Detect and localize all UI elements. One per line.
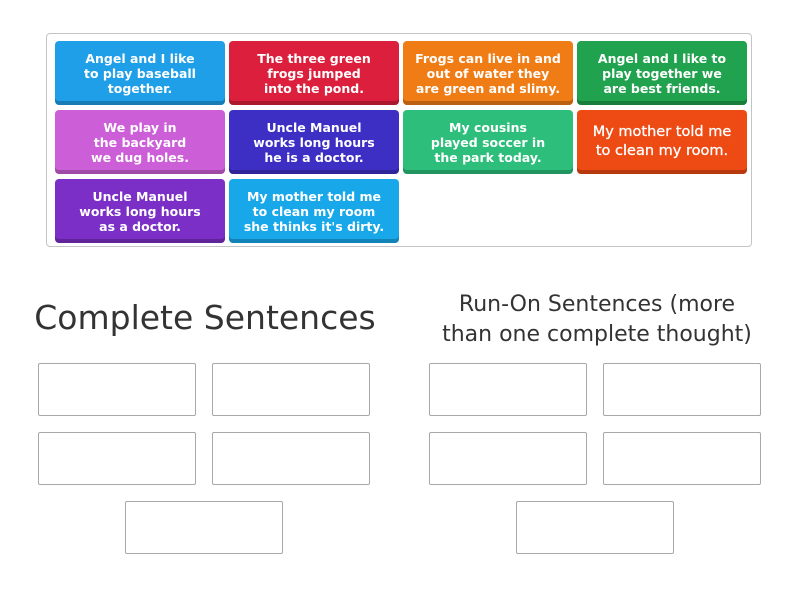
complete-drop-slot[interactable] xyxy=(125,501,283,554)
tile-2[interactable]: The three green frogs jumped into the po… xyxy=(229,41,399,105)
complete-drop-slot[interactable] xyxy=(212,363,370,416)
tile-8[interactable]: My mother told me to clean my room. xyxy=(577,110,747,174)
runon-drop-slot[interactable] xyxy=(603,363,761,416)
complete-sentences-heading: Complete Sentences xyxy=(34,298,376,337)
runon-drop-slot[interactable] xyxy=(429,432,587,485)
tile-bank: Angel and I like to play baseball togeth… xyxy=(46,33,752,247)
tile-10[interactable]: My mother told me to clean my room she t… xyxy=(229,179,399,243)
tile-1[interactable]: Angel and I like to play baseball togeth… xyxy=(55,41,225,105)
runon-drop-slot[interactable] xyxy=(429,363,587,416)
tile-9[interactable]: Uncle Manuel works long hours as a docto… xyxy=(55,179,225,243)
complete-drop-slot[interactable] xyxy=(212,432,370,485)
tile-5[interactable]: We play in the backyard we dug holes. xyxy=(55,110,225,174)
tile-4[interactable]: Angel and I like to play together we are… xyxy=(577,41,747,105)
run-on-sentences-heading: Run-On Sentences (more than one complete… xyxy=(442,292,752,347)
runon-drop-slot[interactable] xyxy=(516,501,674,554)
runon-drop-slot[interactable] xyxy=(603,432,761,485)
tile-6[interactable]: Uncle Manuel works long hours he is a do… xyxy=(229,110,399,174)
complete-drop-slot[interactable] xyxy=(38,432,196,485)
tile-3[interactable]: Frogs can live in and out of water they … xyxy=(403,41,573,105)
complete-drop-slot[interactable] xyxy=(38,363,196,416)
tile-7[interactable]: My cousins played soccer in the park tod… xyxy=(403,110,573,174)
